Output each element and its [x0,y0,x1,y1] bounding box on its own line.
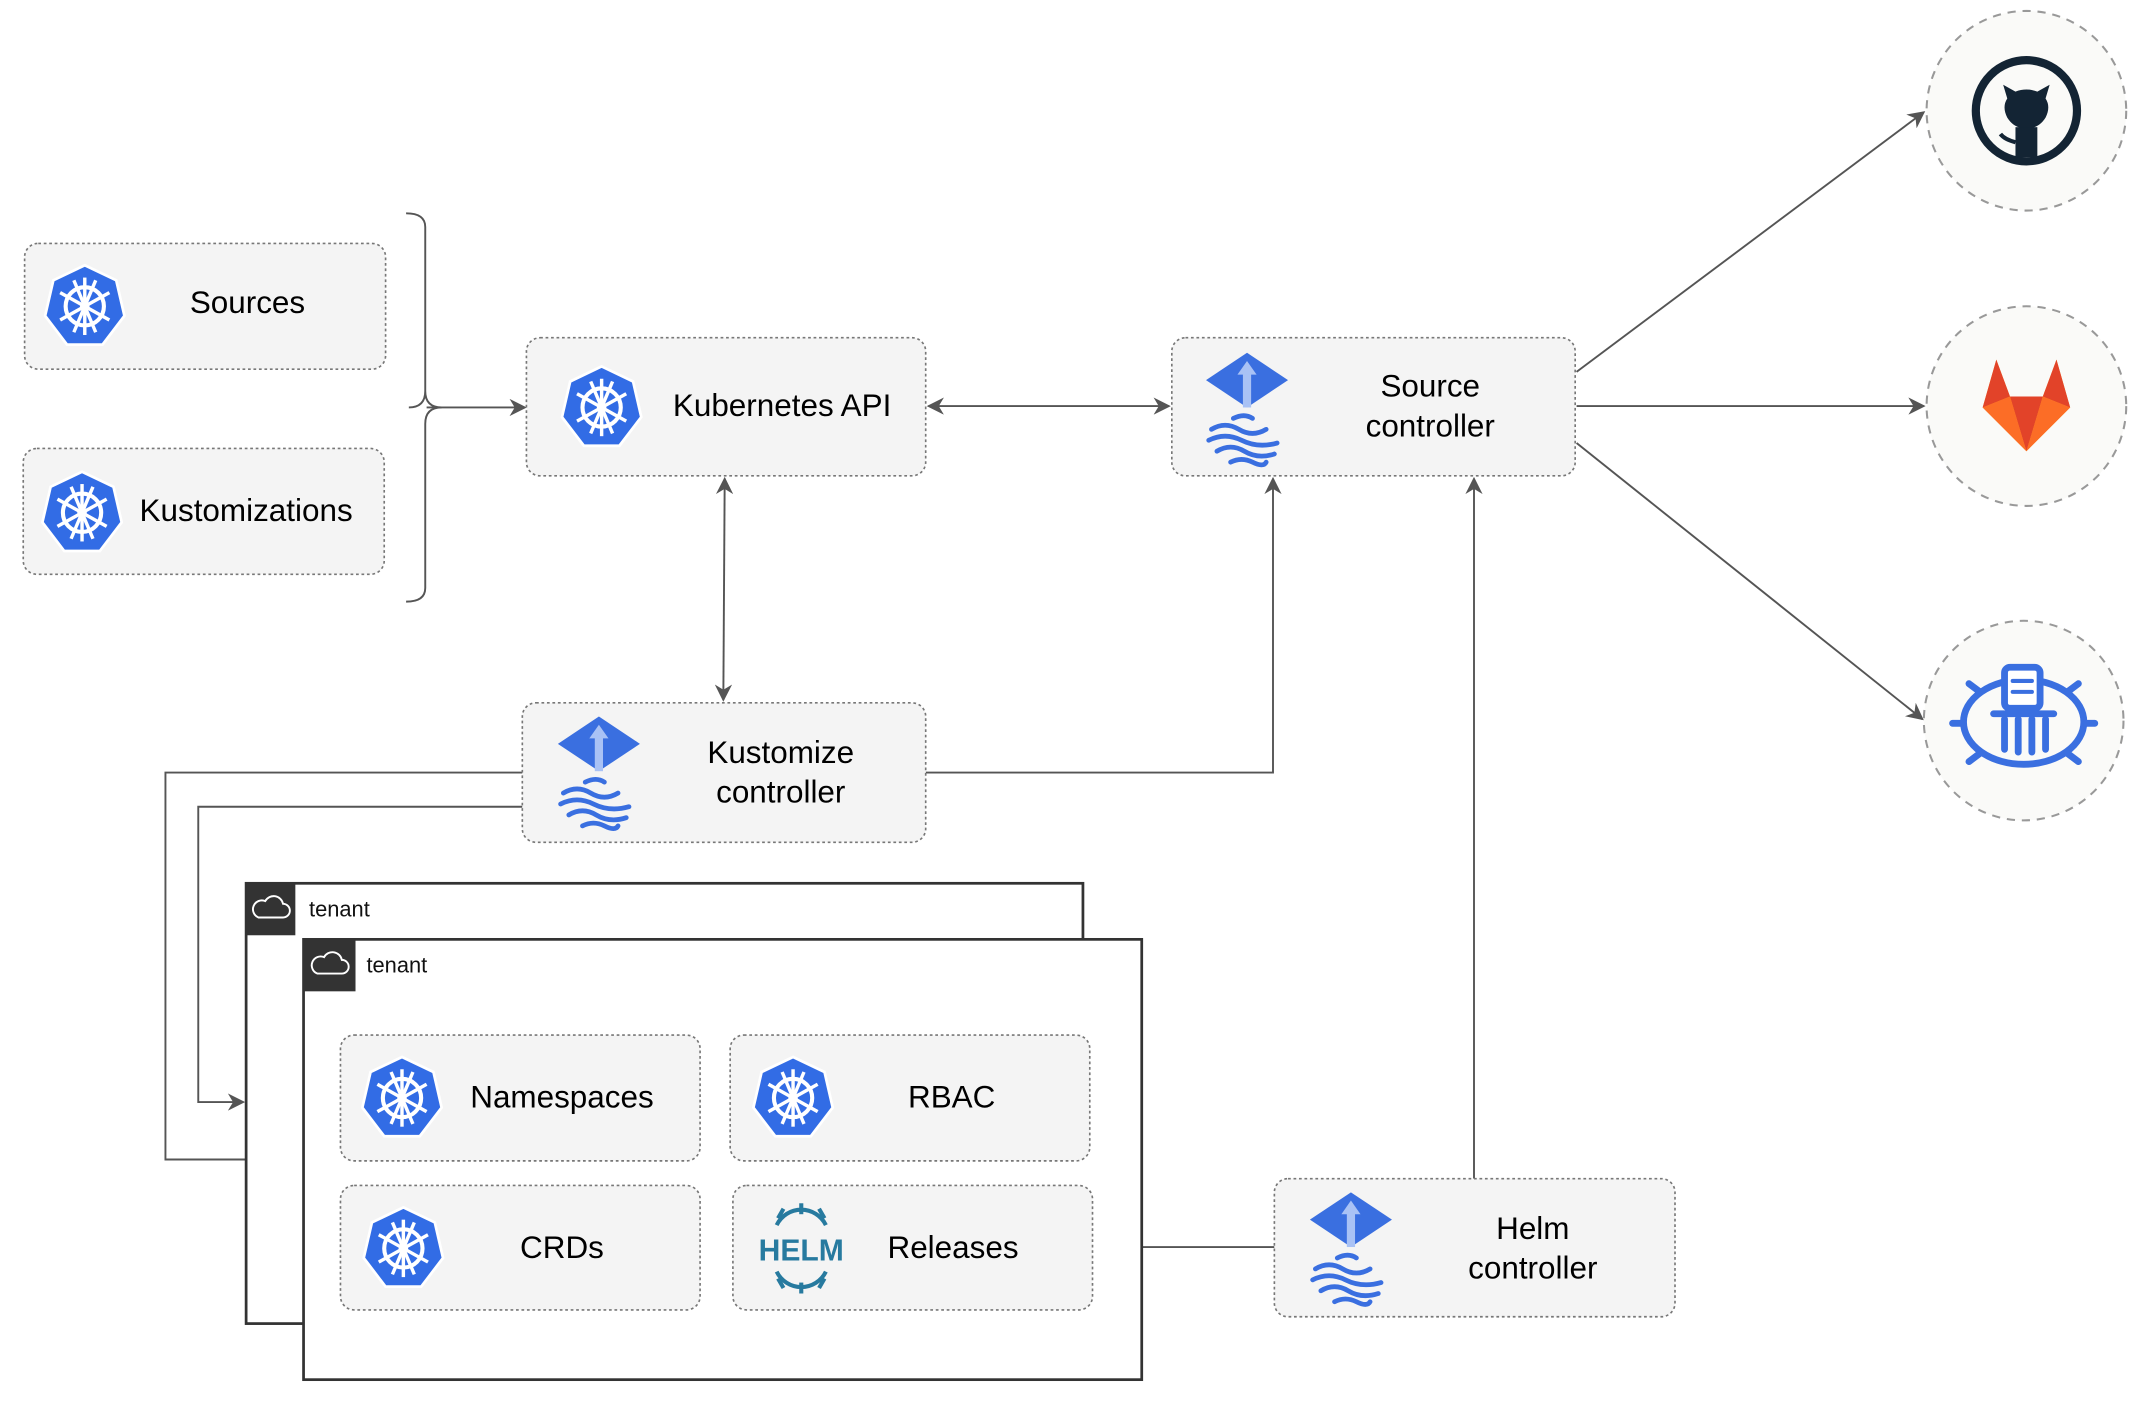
helm-controller-label-line1: Helm [1496,1211,1569,1246]
kubernetes-icon [45,265,124,344]
crds-label: CRDs [520,1230,604,1265]
source-controller-label-line2: controller [1366,408,1495,443]
helm-logo-text: HELM [759,1235,844,1268]
kubernetes-icon [362,1057,441,1136]
namespaces-label: Namespaces [470,1080,653,1115]
kubernetes-api-node[interactable]: Kubernetes API [525,336,927,477]
kustomizations-label: Kustomizations [140,493,353,528]
tenant-label: tenant [309,896,370,921]
edge-source-to-helm-repository [1575,442,1924,721]
crds-node[interactable]: CRDs [339,1184,701,1311]
edge-source-to-github [1575,111,1926,373]
source-controller-label-line1: Source [1380,369,1480,404]
kustomize-controller-label-line1: Kustomize [707,735,854,770]
gitlab-icon [1982,359,2071,452]
kustomizations-node[interactable]: Kustomizations [22,447,386,576]
sources-node[interactable]: Sources [23,242,387,371]
helm-controller-label-line2: controller [1468,1251,1597,1286]
brace [406,212,442,603]
kustomize-controller-node[interactable]: Kustomize controller [521,701,927,844]
kustomize-controller-label-line2: controller [716,775,845,810]
edge-kustomize-to-tenant-front [164,771,523,1169]
edge-kustomize-to-source-controller [925,476,1282,774]
kubernetes-icon [562,366,641,445]
tenant-label: tenant [366,952,427,977]
gitlab-source[interactable] [1925,305,2128,507]
rbac-label: RBAC [908,1080,995,1115]
source-controller-node[interactable]: Source controller [1170,336,1577,477]
helm-repository-icon [1949,663,2099,768]
namespaces-node[interactable]: Namespaces [339,1034,701,1162]
helm-repository-source[interactable] [1922,619,2125,822]
helm-icon: HELM [759,1203,844,1294]
kubernetes-icon [364,1207,443,1286]
edge-kustomize-to-tenant-back [197,805,523,1111]
kubernetes-icon [753,1057,832,1136]
sources-label: Sources [190,285,305,320]
kubernetes-api-label: Kubernetes API [673,388,891,423]
helm-controller-node[interactable]: Helm controller [1273,1177,1676,1318]
github-icon [1971,56,2082,166]
releases-label: Releases [888,1230,1019,1265]
rbac-node[interactable]: RBAC [729,1034,1091,1162]
releases-node[interactable]: HELM Releases [732,1184,1094,1311]
kubernetes-icon [42,472,121,551]
edge-kubernetes-api-kustomize-controller [714,476,734,702]
github-source[interactable] [1925,9,2128,212]
